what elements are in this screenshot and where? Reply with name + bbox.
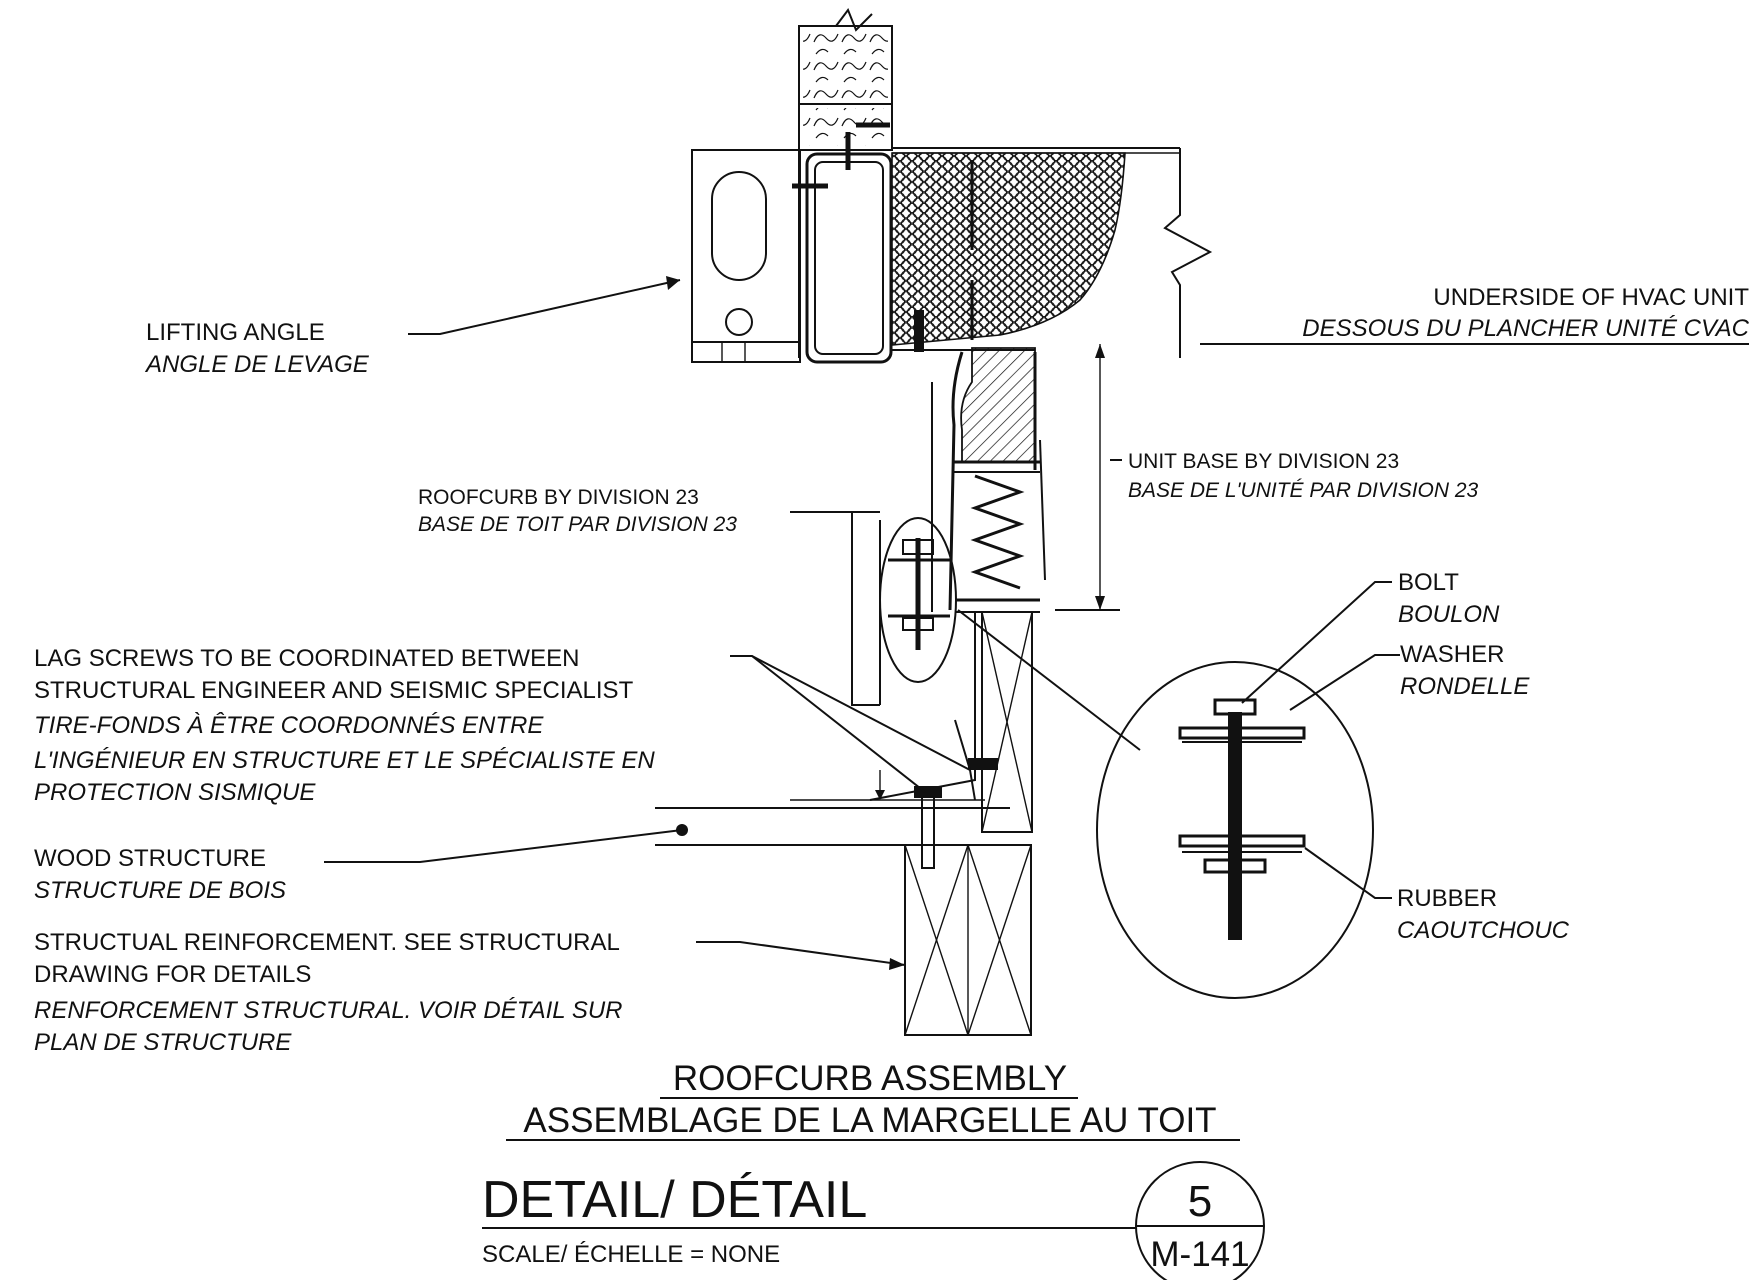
screw [792,122,924,352]
rubber-label-fr: CAOUTCHOUC [1397,917,1570,944]
lag-label-fr-3: PROTECTION SISMIQUE [34,779,316,806]
roofcurb-label-fr: BASE DE TOIT PAR DIVISION 23 [418,513,737,536]
bolt-detail-oval [1096,661,1374,999]
lifting-angle [691,149,801,363]
bolt-label: BOLT [1398,569,1459,596]
unit-base-label-fr: BASE DE L'UNITÉ PAR DIVISION 23 [1128,479,1479,502]
unit-base-dimension [1055,343,1749,611]
title-line-2: ASSEMBLAGE DE LA MARGELLE AU TOIT [523,1101,1216,1140]
unit-base [892,347,1046,613]
leader-lines [324,276,1400,970]
lag-label-fr-1: TIRE-FONDS À ÊTRE COORDONNÉS ENTRE [34,712,544,739]
rubber-label: RUBBER [1397,885,1497,912]
title-block: ROOFCURB ASSEMBLY ASSEMBLAGE DE LA MARGE… [482,1059,1265,1280]
wood-structure [904,844,1032,1036]
detail-number: 5 [1188,1177,1212,1226]
washer-label: WASHER [1400,641,1504,668]
isolation-spring [970,474,1025,590]
reinf-label-1: STRUCTUAL REINFORCEMENT. SEE STRUCTURAL [34,929,620,956]
lifting-angle-label-fr: ANGLE DE LEVAGE [144,351,370,378]
wood-label-fr: STRUCTURE DE BOIS [34,877,286,904]
lag-label-fr-2: L'INGÉNIEUR EN STRUCTURE ET LE SPÉCIALIS… [34,747,655,774]
bolt-oval-small [879,517,957,683]
lag-label-1: LAG SCREWS TO BE COORDINATED BETWEEN [34,645,579,672]
scale-label: SCALE/ ÉCHELLE = NONE [482,1241,780,1268]
break-line [1163,148,1213,358]
underside-label: UNDERSIDE OF HVAC UNIT [1433,284,1749,311]
bolt-label-fr: BOULON [1398,601,1500,628]
insulation-block [891,152,1126,346]
washer-label-fr: RONDELLE [1400,673,1530,700]
lifting-angle-label: LIFTING ANGLE [146,319,325,346]
underside-label-fr: DESSOUS DU PLANCHER UNITÉ CVAC [1302,315,1749,342]
reinf-label-fr-2: PLAN DE STRUCTURE [34,1029,292,1056]
title-line-1: ROOFCURB ASSEMBLY [673,1059,1067,1098]
lag-label-2: STRUCTURAL ENGINEER AND SEISMIC SPECIALI… [34,677,634,704]
detail-heading: DETAIL/ DÉTAIL [482,1171,867,1229]
sheet-number: M-141 [1150,1235,1249,1274]
roofcurb [851,382,1033,833]
reinf-label-fr-1: RENFORCEMENT STRUCTURAL. VOIR DÉTAIL SUR [34,997,623,1024]
unit-base-label: UNIT BASE BY DIVISION 23 [1128,450,1399,473]
roofcurb-label: ROOFCURB BY DIVISION 23 [418,486,699,509]
wood-label: WOOD STRUCTURE [34,845,266,872]
reinf-label-2: DRAWING FOR DETAILS [34,961,311,988]
